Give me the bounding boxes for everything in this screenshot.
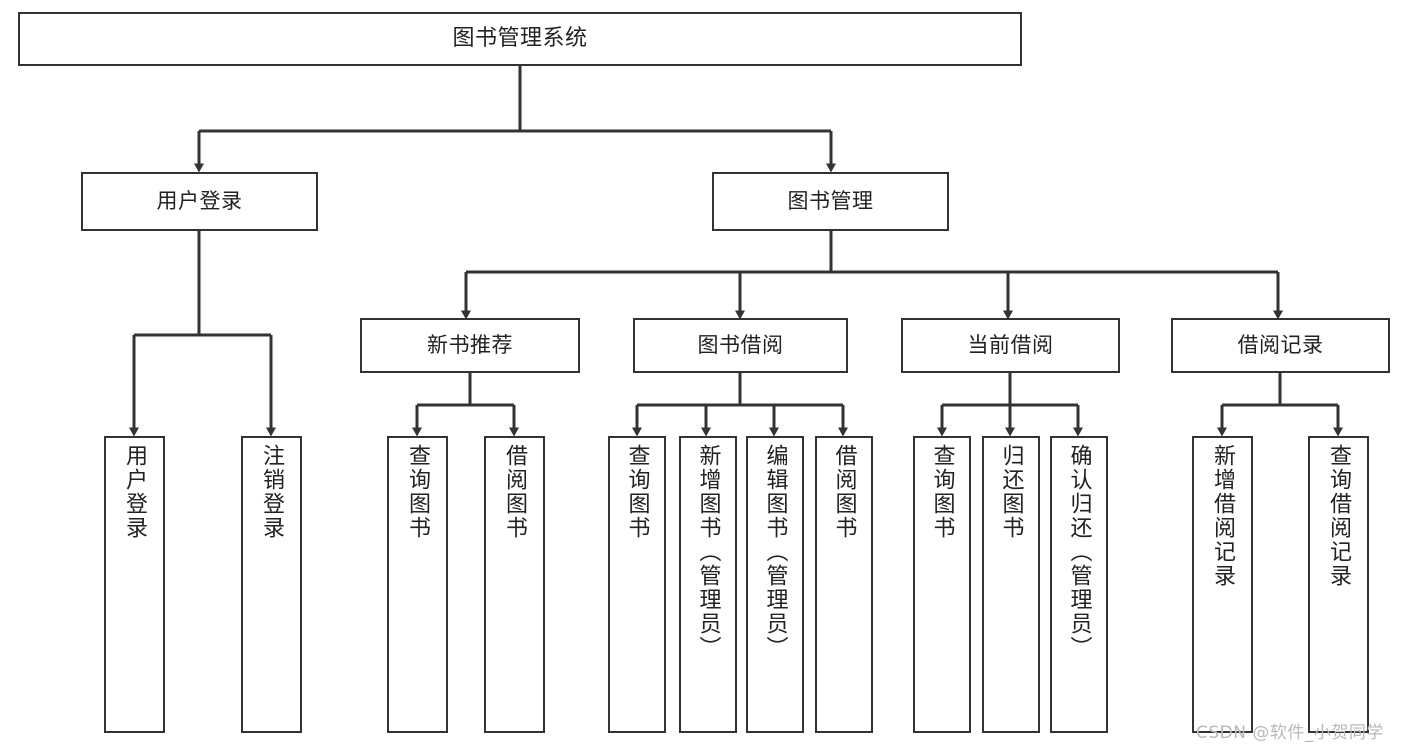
leaf-return-book[interactable]: 归还图书 (982, 436, 1040, 733)
node-root-label: 图书管理系统 (452, 26, 588, 52)
leaf-borrow-book[interactable]: 借阅图书 (815, 436, 873, 733)
leaf-add-borrow-record-label: 新增借阅记录 (1210, 444, 1236, 588)
node-user-login-label: 用户登录 (156, 189, 243, 214)
leaf-add-book-admin[interactable]: 新增图书（管理员） (679, 436, 737, 733)
node-book-management[interactable]: 图书管理 (712, 172, 949, 231)
node-book-management-label: 图书管理 (787, 189, 874, 214)
leaf-user-login-label: 用户登录 (122, 444, 148, 540)
leaf-query-borrow-record[interactable]: 查询借阅记录 (1308, 436, 1369, 733)
leaf-borrow-query-book[interactable]: 查询图书 (608, 436, 666, 733)
node-current-borrow-label: 当前借阅 (967, 333, 1054, 358)
leaf-newbook-borrow-book-label: 借阅图书 (502, 444, 528, 540)
node-current-borrow[interactable]: 当前借阅 (901, 318, 1120, 373)
leaf-return-book-label: 归还图书 (998, 444, 1024, 540)
leaf-current-query-book-label: 查询图书 (929, 444, 955, 540)
node-new-book-recommend-label: 新书推荐 (427, 333, 513, 358)
leaf-newbook-query-book-label: 查询图书 (405, 444, 431, 540)
leaf-confirm-return-admin[interactable]: 确认归还（管理员） (1050, 436, 1108, 733)
leaf-newbook-borrow-book[interactable]: 借阅图书 (484, 436, 545, 733)
node-root[interactable]: 图书管理系统 (18, 12, 1022, 66)
leaf-borrow-query-book-label: 查询图书 (624, 444, 650, 540)
leaf-add-book-admin-label: 新增图书（管理员） (695, 444, 721, 660)
node-borrow-record-label: 借阅记录 (1237, 333, 1324, 358)
leaf-current-query-book[interactable]: 查询图书 (913, 436, 971, 733)
leaf-query-borrow-record-label: 查询借阅记录 (1326, 444, 1352, 588)
leaf-logout[interactable]: 注销登录 (241, 436, 302, 733)
node-book-borrow[interactable]: 图书借阅 (633, 318, 848, 373)
leaf-newbook-query-book[interactable]: 查询图书 (387, 436, 448, 733)
leaf-add-borrow-record[interactable]: 新增借阅记录 (1192, 436, 1253, 733)
leaf-logout-label: 注销登录 (259, 444, 285, 540)
leaf-edit-book-admin-label: 编辑图书（管理员） (762, 444, 788, 660)
node-new-book-recommend[interactable]: 新书推荐 (360, 318, 580, 373)
csdn-watermark: CSDN @软件_小贺同学 (1196, 723, 1384, 743)
leaf-user-login[interactable]: 用户登录 (104, 436, 165, 733)
node-borrow-record[interactable]: 借阅记录 (1171, 318, 1390, 373)
leaf-borrow-book-label: 借阅图书 (831, 444, 857, 540)
leaf-edit-book-admin[interactable]: 编辑图书（管理员） (746, 436, 804, 733)
node-book-borrow-label: 图书借阅 (697, 333, 784, 358)
node-user-login[interactable]: 用户登录 (81, 172, 318, 231)
leaf-confirm-return-admin-label: 确认归还（管理员） (1066, 444, 1092, 660)
